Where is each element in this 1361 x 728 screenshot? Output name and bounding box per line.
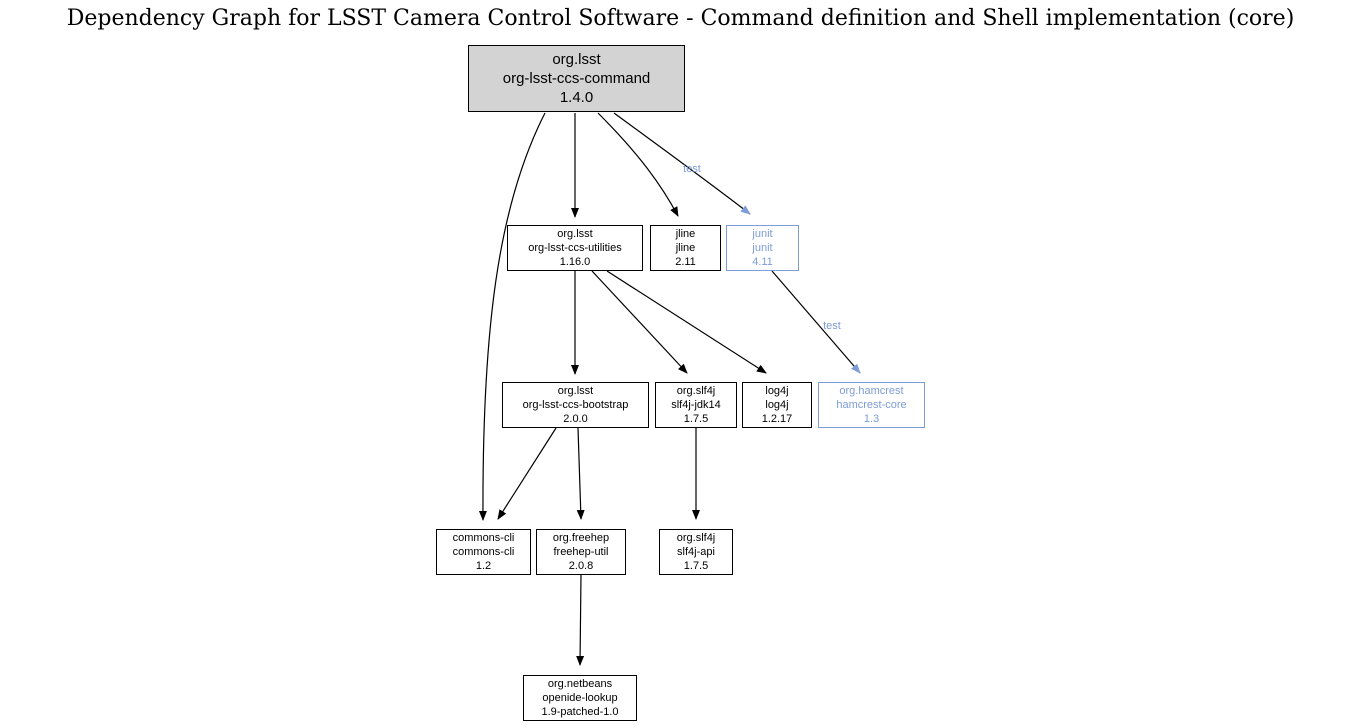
node-org-lsst-ccs-command: org.lsst org-lsst-ccs-command 1.4.0 — [468, 45, 685, 112]
edge-command-to-junit — [613, 112, 751, 215]
node-artifact-id: org-lsst-ccs-bootstrap — [522, 399, 629, 411]
node-artifact-id: org-lsst-ccs-command — [502, 70, 651, 87]
node-jline: jline jline 2.11 — [650, 225, 721, 271]
node-org-lsst-ccs-bootstrap: org.lsst org-lsst-ccs-bootstrap 2.0.0 — [502, 382, 649, 428]
node-group-id: log4j — [765, 385, 789, 397]
node-version: 1.7.5 — [683, 413, 709, 425]
node-version: 1.2.17 — [761, 413, 793, 425]
node-version: 2.11 — [675, 256, 696, 268]
node-artifact-id: jline — [675, 242, 696, 254]
node-commons-cli: commons-cli commons-cli 1.2 — [436, 529, 531, 575]
node-version: 2.0.0 — [563, 413, 588, 425]
node-version: 1.7.5 — [683, 560, 709, 572]
node-slf4j-api: org.slf4j slf4j-api 1.7.5 — [659, 529, 733, 575]
node-junit: junit junit 4.11 — [726, 225, 799, 271]
node-freehep-util: org.freehep freehep-util 2.0.8 — [536, 529, 626, 575]
node-artifact-id: log4j — [765, 399, 789, 411]
node-artifact-id: org-lsst-ccs-utilities — [528, 242, 622, 254]
node-log4j: log4j log4j 1.2.17 — [742, 382, 812, 428]
edge-freehep-util-to-openide-lookup — [576, 574, 585, 666]
node-org-lsst-ccs-utilities: org.lsst org-lsst-ccs-utilities 1.16.0 — [507, 225, 643, 271]
node-group-id: org.netbeans — [547, 678, 613, 690]
node-version: 1.16.0 — [559, 256, 591, 268]
node-openide-lookup: org.netbeans openide-lookup 1.9-patched-… — [523, 675, 637, 721]
graph-title: Dependency Graph for LSST Camera Control… — [66, 6, 1295, 31]
edge-label-test-command-junit: test — [683, 163, 701, 175]
node-version: 4.11 — [752, 256, 773, 268]
edge-utilities-to-slf4j-jdk14 — [591, 270, 688, 374]
node-artifact-id: slf4j-jdk14 — [671, 399, 721, 411]
edge-utilities-to-log4j — [606, 270, 767, 374]
node-artifact-id: junit — [752, 242, 773, 254]
node-artifact-id: slf4j-api — [677, 546, 715, 558]
node-group-id: org.slf4j — [676, 385, 716, 397]
node-artifact-id: hamcrest-core — [836, 399, 907, 411]
node-group-id: org.lsst — [552, 51, 601, 68]
node-artifact-id: openide-lookup — [542, 692, 618, 704]
node-group-id: junit — [752, 228, 773, 240]
node-group-id: org.lsst — [557, 385, 594, 397]
edge-bootstrap-to-freehep-util — [576, 427, 585, 520]
node-group-id: org.freehep — [552, 532, 610, 544]
edge-label-test-junit-hamcrest: test — [823, 320, 841, 332]
edge-command-to-commons-cli — [478, 112, 546, 521]
node-artifact-id: commons-cli — [452, 546, 515, 558]
node-group-id: org.lsst — [557, 228, 593, 240]
edge-command-to-jline — [597, 112, 679, 217]
node-group-id: jline — [675, 228, 696, 240]
node-group-id: org.slf4j — [676, 532, 716, 544]
node-artifact-id: freehep-util — [553, 546, 609, 558]
edge-bootstrap-to-commons-cli — [497, 427, 557, 520]
node-version: 1.4.0 — [559, 89, 594, 106]
node-version: 2.0.8 — [568, 560, 594, 572]
node-group-id: org.hamcrest — [839, 385, 904, 397]
edge-junit-to-hamcrest-core — [771, 270, 861, 374]
node-slf4j-jdk14: org.slf4j slf4j-jdk14 1.7.5 — [655, 382, 737, 428]
node-version: 1.9-patched-1.0 — [541, 706, 619, 718]
node-group-id: commons-cli — [452, 532, 515, 544]
node-version: 1.2 — [475, 560, 492, 572]
node-hamcrest-core: org.hamcrest hamcrest-core 1.3 — [818, 382, 925, 428]
node-version: 1.3 — [863, 413, 880, 425]
